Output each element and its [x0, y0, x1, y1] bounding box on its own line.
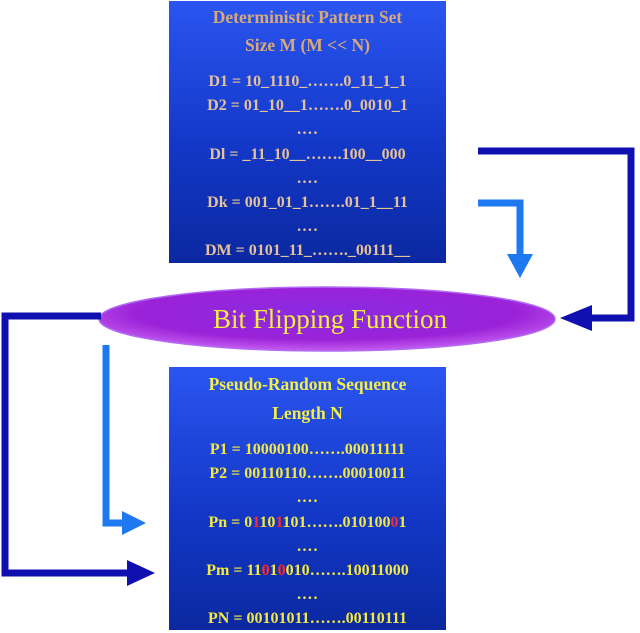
pn-flipped-bit: 1	[252, 513, 260, 531]
sequence-pn: Pn = 01101101…….01010001	[169, 511, 446, 535]
arrowhead-dk	[507, 254, 533, 278]
sequence-pm: Pm = 11010010…….10011000	[169, 559, 446, 583]
sequence-list: P1 = 10000100…….00011111 P2 = 00110110………	[169, 438, 446, 632]
pn-flipped-bit: 1	[275, 513, 283, 531]
arrowhead-pm	[127, 560, 155, 586]
pn-part: 1	[398, 513, 407, 531]
arrow-function-to-pn	[102, 345, 122, 527]
sequence-p1: P1 = 10000100…….00011111	[209, 441, 406, 458]
pattern-list: D1 = 10_1110_…….0_11_1_1 D2 = 01_10__1………	[169, 70, 446, 264]
pn-part: Pn = 0	[208, 513, 253, 531]
sequence-p2: P2 = 00110110…….00010011	[209, 465, 406, 483]
arrow-dk-to-function	[478, 199, 524, 255]
arrow-function-to-pm	[1, 312, 128, 577]
bottom-box-title-1: Pseudo-Random Sequence	[208, 374, 407, 394]
pattern-d1: D1 = 10_1110_…….0_11_1_1	[208, 73, 407, 90]
pm-part: Pm = 11	[206, 562, 262, 580]
pattern-ellipsis-3: ….	[296, 218, 319, 236]
bottom-box-title-2: Length N	[272, 403, 343, 423]
pm-part: 1	[269, 562, 278, 580]
arrowhead-pn	[122, 511, 146, 535]
pm-flipped-bit: 0	[261, 562, 270, 580]
pattern-dm: DM = 0101_11_……._00111__	[204, 242, 411, 260]
arrowhead-dl	[560, 305, 592, 331]
sequence-pn-final: PN = 00101011…….00110111	[208, 610, 407, 628]
pattern-d2: D2 = 01_10__1…….0_0010_1	[207, 97, 408, 115]
pm-flipped-bit: 0	[277, 562, 286, 580]
top-box-title-2: Size M (M << N)	[245, 35, 370, 55]
pn-part: 10	[259, 513, 276, 531]
pseudo-random-sequence-box: Pseudo-Random Sequence Length N P1 = 100…	[169, 367, 446, 630]
bit-flipping-label: Bit Flipping Function	[212, 304, 448, 334]
pattern-dk: Dk = 001_01_1…….01_1__11	[207, 194, 408, 212]
pattern-dl: Dl = _11_10__…….100__000	[209, 145, 406, 163]
pattern-ellipsis-2: ….	[296, 169, 319, 187]
pattern-ellipsis-1: ….	[296, 121, 319, 139]
sequence-ellipsis-2: ….	[296, 537, 319, 555]
pn-flipped-bit: 0	[390, 513, 399, 531]
pn-part: 101…….010100	[282, 513, 391, 531]
top-box-title-1: Deterministic Pattern Set	[212, 7, 403, 27]
sequence-ellipsis-1: ….	[296, 489, 319, 507]
deterministic-pattern-box: Deterministic Pattern Set Size M (M << N…	[169, 1, 446, 263]
pm-part: 010…….10011000	[285, 562, 409, 580]
arrow-dl-to-function	[478, 147, 635, 322]
sequence-ellipsis-3: ….	[296, 586, 319, 604]
